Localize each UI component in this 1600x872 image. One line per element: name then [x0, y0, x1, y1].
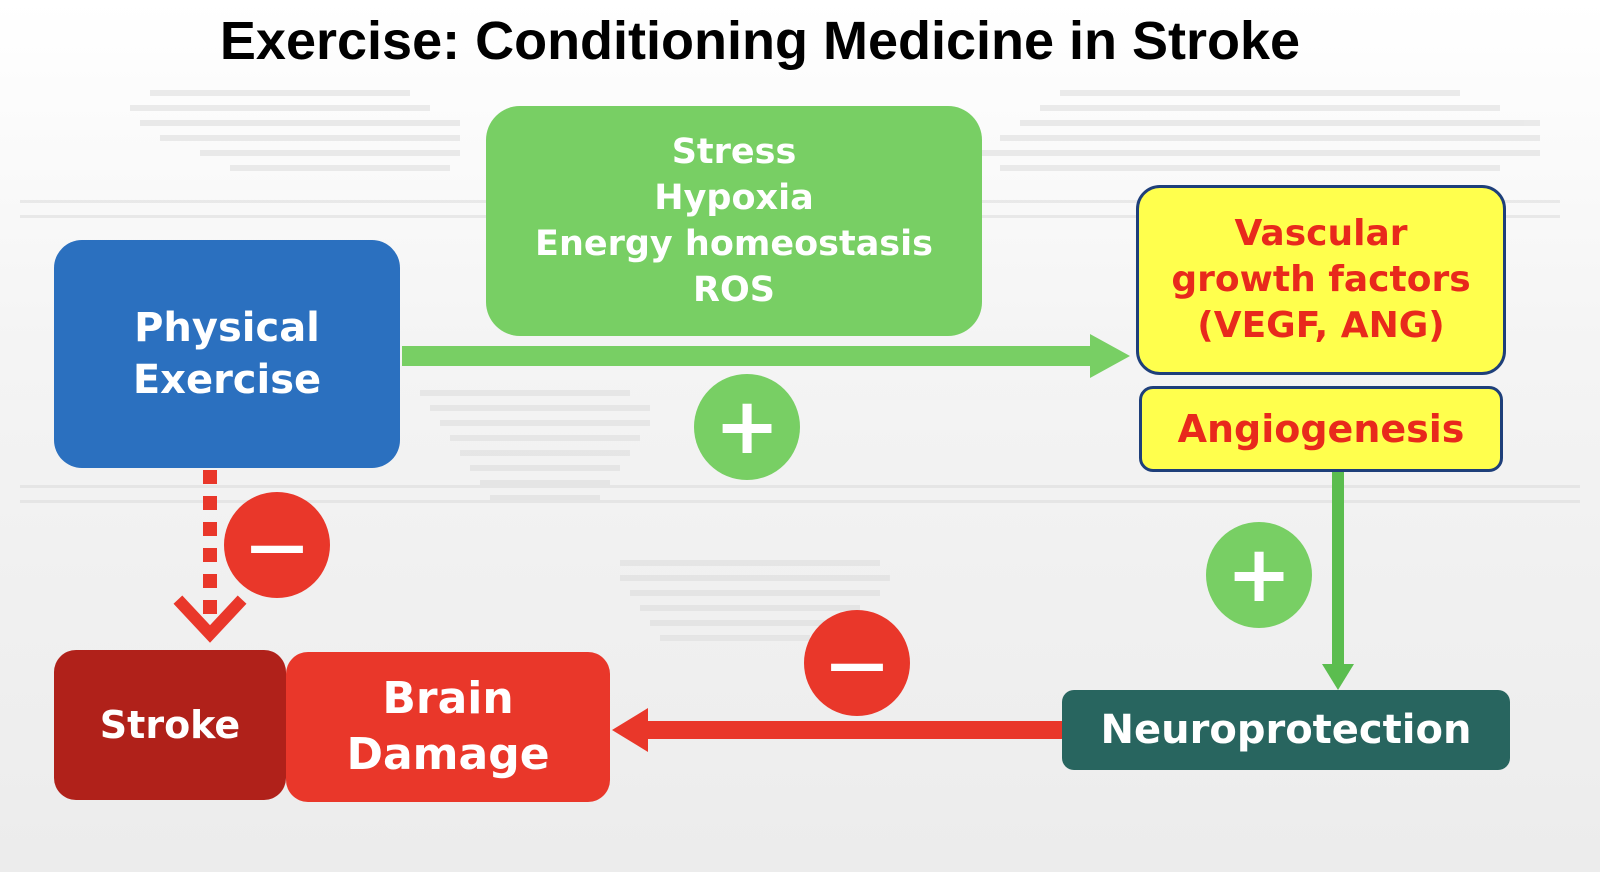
page-title: Exercise: Conditioning Medicine in Strok…: [219, 11, 1301, 71]
node-vascular-growth-factors: Vascular growth factors (VEGF, ANG): [1136, 185, 1506, 375]
node-stressors-ros: ROS: [693, 270, 775, 310]
node-stroke: Stroke: [54, 650, 286, 800]
node-brain-damage: Brain Damage: [286, 652, 610, 802]
node-angiogenesis-label: Angiogenesis: [1177, 407, 1465, 451]
node-vascular-line-3: (VEGF, ANG): [1197, 305, 1445, 346]
node-brain-damage-line-1: Brain: [382, 673, 514, 724]
node-physical-exercise-line-2: Exercise: [132, 357, 322, 403]
node-physical-exercise-line-1: Physical: [134, 305, 320, 351]
minus-sign-icon: —: [224, 492, 330, 598]
node-stroke-label: Stroke: [99, 703, 241, 747]
arrowhead-angiogenesis-to-neuroprotection: [1322, 664, 1354, 690]
minus-sign-icon: —: [804, 610, 910, 716]
node-stressors-energy-homeostasis: Energy homeostasis: [535, 224, 933, 264]
node-neuroprotection-label: Neuroprotection: [1100, 707, 1472, 753]
node-neuroprotection: Neuroprotection: [1062, 690, 1510, 770]
node-stressors-hypoxia: Hypoxia: [654, 178, 814, 218]
arrowhead-exercise-to-vascular: [1090, 334, 1130, 378]
node-stressors: Stress Hypoxia Energy homeostasis ROS: [486, 106, 982, 336]
node-stressors-stress: Stress: [671, 132, 797, 172]
arrowhead-exercise-to-stroke: [173, 595, 247, 643]
arrowhead-neuroprotection-to-brain-damage: [612, 708, 648, 752]
node-brain-damage-line-2: Damage: [346, 729, 550, 780]
plus-sign-icon: +: [694, 374, 800, 480]
node-vascular-line-1: Vascular: [1234, 213, 1408, 254]
node-angiogenesis: Angiogenesis: [1139, 386, 1503, 472]
node-physical-exercise: Physical Exercise: [54, 240, 400, 468]
plus-sign-icon: +: [1206, 522, 1312, 628]
node-vascular-line-2: growth factors: [1171, 259, 1471, 300]
